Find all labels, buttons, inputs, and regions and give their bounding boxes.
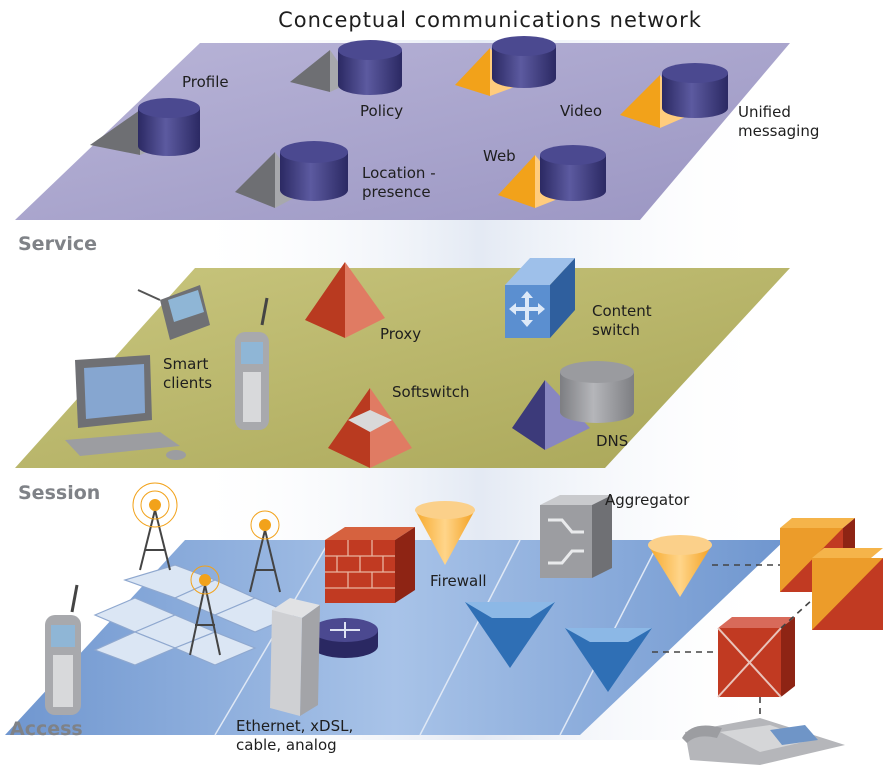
label-video: Video	[560, 102, 603, 120]
pda-device	[137, 285, 210, 340]
label-ethernet: Ethernet, xDSL, cable, analog	[236, 717, 354, 754]
content-switch-cube	[505, 258, 575, 338]
label-policy: Policy	[360, 102, 404, 120]
layer-label-access: Access	[10, 718, 83, 740]
location-presence-server	[235, 141, 348, 208]
video-server	[455, 36, 556, 96]
cell-tower-2	[249, 510, 281, 593]
label-firewall: Firewall	[430, 572, 487, 590]
dsl-modem	[270, 598, 320, 716]
label-smart-clients: Smart clients	[163, 355, 213, 392]
label-content-switch: Content switch	[592, 302, 652, 339]
unified-messaging-server	[620, 63, 728, 128]
cell-tower-3	[189, 565, 221, 656]
edge-box-2	[812, 548, 883, 630]
cell-tower-1	[132, 482, 178, 571]
label-proxy: Proxy	[380, 325, 422, 343]
pbx-switch	[717, 617, 795, 698]
label-unified-messaging: Unified messaging	[738, 103, 820, 140]
router	[312, 618, 378, 658]
policy-server	[290, 40, 402, 95]
layer-label-service: Service	[18, 233, 97, 255]
aggregator-cone	[648, 535, 712, 597]
softswitch-pyramid	[328, 388, 412, 468]
web-server	[498, 145, 606, 208]
desk-phone	[682, 718, 845, 765]
label-profile: Profile	[182, 73, 229, 91]
access-node-2	[565, 628, 652, 692]
firewall-cone	[415, 501, 475, 565]
label-dns: DNS	[596, 432, 629, 450]
cell-phone-access	[45, 584, 81, 715]
layer-label-session: Session	[18, 482, 101, 504]
access-node-1	[465, 602, 555, 668]
desktop-computer	[65, 355, 186, 460]
cell-phone-session	[235, 297, 269, 430]
access-divider-2	[419, 539, 521, 736]
firewall-brick-wall	[325, 527, 415, 603]
proxy-pyramid	[305, 262, 385, 338]
aggregator	[540, 495, 612, 578]
label-softswitch: Softswitch	[392, 383, 470, 401]
dns-server	[512, 361, 634, 450]
diagram-title: Conceptual communications network	[278, 8, 702, 32]
label-aggregator: Aggregator	[605, 491, 690, 509]
profile-server	[90, 98, 200, 156]
label-location-presence: Location - presence	[362, 164, 436, 201]
label-web: Web	[483, 147, 516, 165]
